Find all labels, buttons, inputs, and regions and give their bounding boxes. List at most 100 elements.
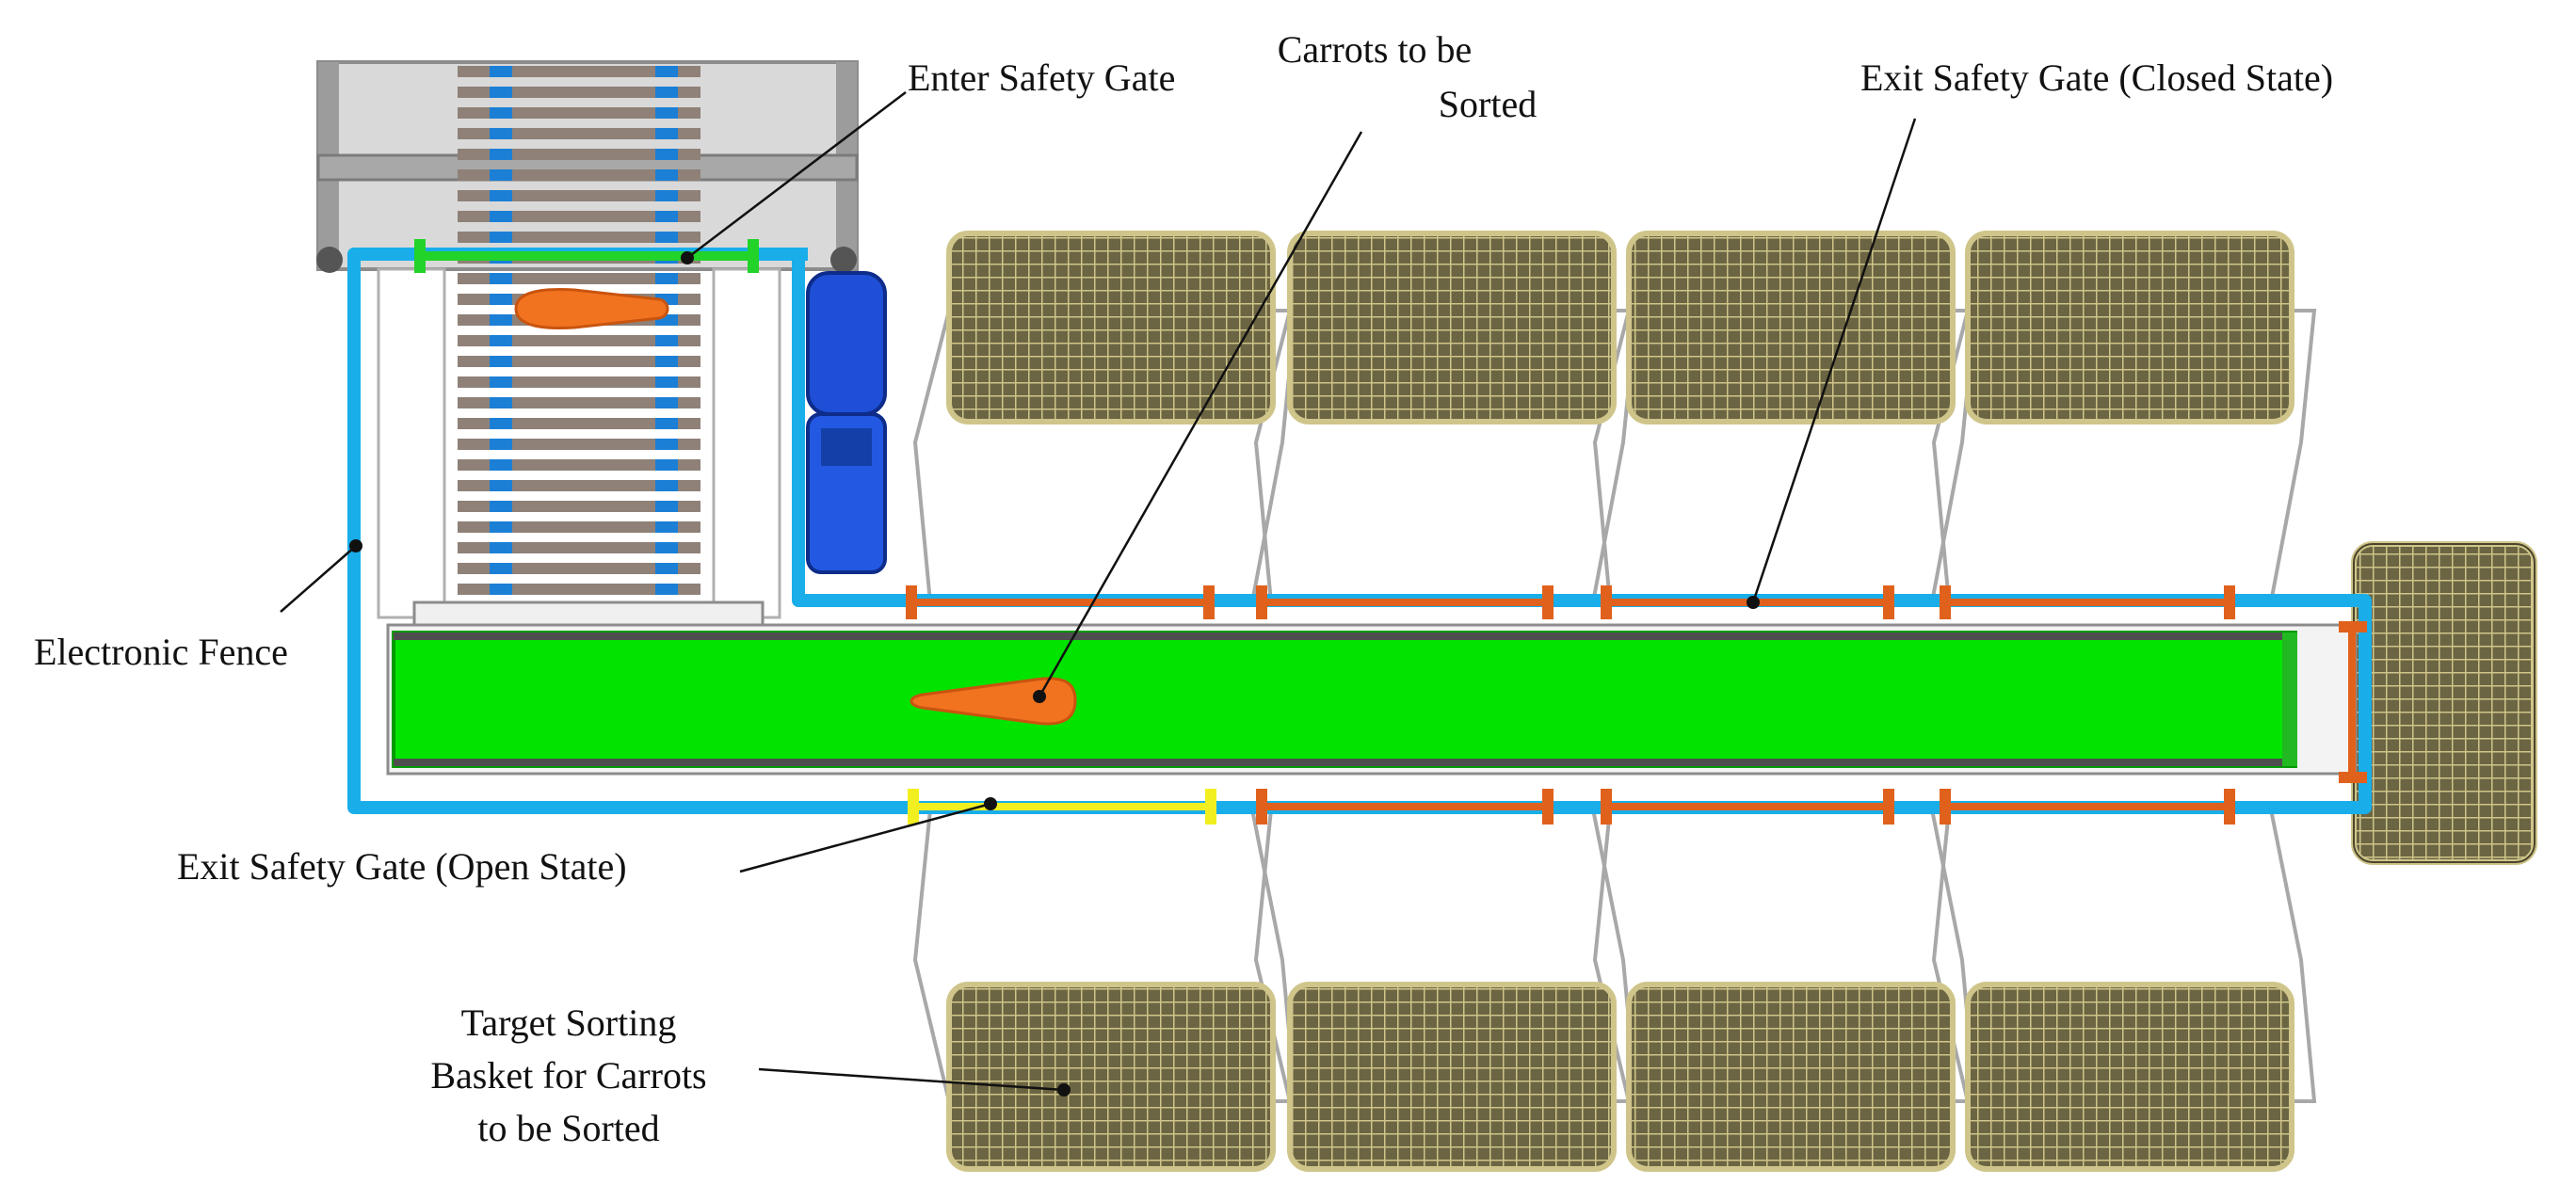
gate-post bbox=[1203, 585, 1215, 619]
label-carrots-line1: Carrots to be bbox=[1278, 28, 1473, 71]
roller-tab bbox=[655, 418, 678, 429]
carrot-on-feed bbox=[514, 288, 669, 329]
roller bbox=[458, 480, 700, 491]
roller bbox=[458, 376, 700, 388]
roller-tab bbox=[655, 107, 678, 119]
roller bbox=[458, 273, 700, 284]
exit-gates-top bbox=[906, 585, 2235, 619]
leader-lines bbox=[280, 91, 1917, 1092]
roller-tab bbox=[655, 169, 678, 181]
roller-tab bbox=[655, 397, 678, 408]
exit-gates-bottom bbox=[1256, 789, 2235, 825]
gate-post bbox=[1883, 789, 1894, 825]
roller-tab bbox=[490, 521, 512, 533]
roller-tab bbox=[490, 128, 512, 139]
roller-tab bbox=[655, 521, 678, 533]
label-exit-gate-closed: Exit Safety Gate (Closed State) bbox=[1860, 56, 2333, 99]
basket bbox=[1965, 231, 2294, 424]
roller-tab bbox=[490, 335, 512, 346]
gate-post bbox=[1601, 585, 1612, 619]
basket bbox=[1626, 231, 1956, 424]
gate-post bbox=[1940, 585, 1951, 619]
exit-gate-end bbox=[2339, 621, 2367, 783]
roller bbox=[458, 397, 700, 408]
label-basket-line3: to be Sorted bbox=[477, 1107, 659, 1149]
roller-tab bbox=[655, 190, 678, 201]
label-enter-safety-gate: Enter Safety Gate bbox=[908, 56, 1175, 99]
roller-tab bbox=[655, 87, 678, 98]
label-basket-line1: Target Sorting bbox=[461, 1001, 677, 1044]
roller bbox=[458, 107, 700, 119]
feed-conveyor bbox=[316, 60, 859, 649]
roller-tab bbox=[655, 584, 678, 595]
roller-tab bbox=[655, 480, 678, 491]
gate-post bbox=[1542, 585, 1554, 619]
end-basket bbox=[2351, 541, 2537, 865]
roller-tab bbox=[490, 273, 512, 284]
label-carrots-line2: Sorted bbox=[1439, 83, 1537, 125]
roller bbox=[458, 211, 700, 222]
roller-tab bbox=[490, 376, 512, 388]
roller-tab bbox=[490, 501, 512, 512]
roller-tab bbox=[490, 232, 512, 243]
roller-tab bbox=[655, 273, 678, 284]
roller-tab bbox=[490, 190, 512, 201]
gate-post bbox=[1542, 789, 1554, 825]
baskets-bottom-row bbox=[946, 982, 2294, 1172]
roller-tab bbox=[490, 563, 512, 574]
roller bbox=[458, 169, 700, 181]
roller bbox=[458, 335, 700, 346]
basket bbox=[946, 982, 1276, 1172]
roller-tab bbox=[655, 232, 678, 243]
roller-tab bbox=[490, 418, 512, 429]
roller-tab bbox=[490, 480, 512, 491]
gate-post bbox=[1256, 789, 1267, 825]
roller-tab bbox=[655, 128, 678, 139]
roller-tab bbox=[490, 584, 512, 595]
roller bbox=[458, 66, 700, 77]
main-conveyor bbox=[386, 623, 2358, 776]
roller-tab bbox=[490, 294, 512, 305]
roller bbox=[458, 190, 700, 201]
roller-tab bbox=[490, 397, 512, 408]
gate-post bbox=[2224, 789, 2235, 825]
roller bbox=[458, 584, 700, 595]
roller-tab bbox=[490, 66, 512, 77]
roller-tab bbox=[490, 149, 512, 160]
roller-tab bbox=[655, 66, 678, 77]
roller-tab bbox=[655, 356, 678, 367]
roller-tab bbox=[490, 87, 512, 98]
roller bbox=[458, 439, 700, 450]
gate-post bbox=[1883, 585, 1894, 619]
label-electronic-fence: Electronic Fence bbox=[34, 631, 288, 673]
basket bbox=[946, 231, 1276, 424]
roller-tab bbox=[490, 314, 512, 326]
gate-post bbox=[1256, 585, 1267, 619]
roller-tab bbox=[490, 542, 512, 553]
roller-tab bbox=[490, 439, 512, 450]
label-exit-gate-open: Exit Safety Gate (Open State) bbox=[177, 845, 627, 888]
roller-tab bbox=[490, 356, 512, 367]
roller bbox=[458, 356, 700, 367]
roller bbox=[458, 501, 700, 512]
roller bbox=[458, 521, 700, 533]
roller-tab bbox=[655, 335, 678, 346]
roller-tab bbox=[490, 107, 512, 119]
roller-tab bbox=[655, 501, 678, 512]
roller-tab bbox=[655, 376, 678, 388]
roller bbox=[458, 232, 700, 243]
conveyor-belt bbox=[392, 631, 2297, 768]
gate-post bbox=[2224, 585, 2235, 619]
roller-tab bbox=[655, 149, 678, 160]
gate-post bbox=[1601, 789, 1612, 825]
baskets-top-row bbox=[946, 231, 2294, 424]
motor bbox=[806, 271, 887, 574]
gate-post bbox=[1940, 789, 1951, 825]
roller-tab bbox=[490, 211, 512, 222]
enter-safety-gate bbox=[414, 239, 759, 273]
exit-safety-gate-open bbox=[908, 789, 1216, 825]
roller-tab bbox=[655, 563, 678, 574]
roller-tab bbox=[655, 542, 678, 553]
roller bbox=[458, 459, 700, 471]
gate-post bbox=[906, 585, 917, 619]
